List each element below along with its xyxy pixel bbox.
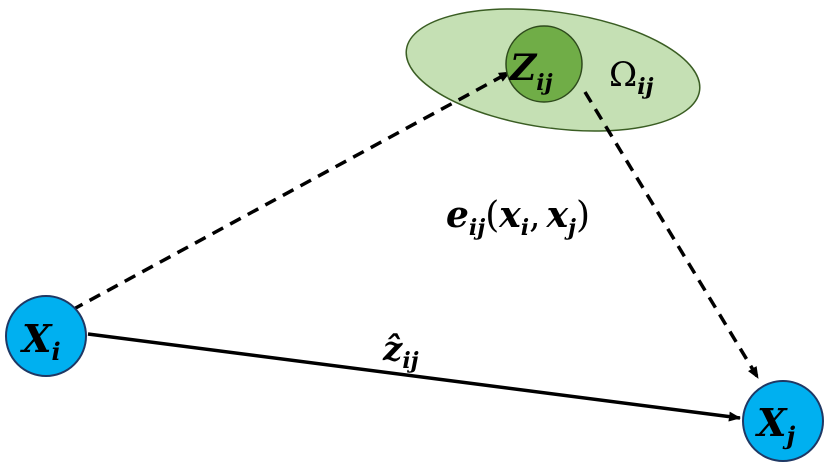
dashed-edge-xi-to-zij — [71, 70, 511, 312]
node-zij-label: Zij — [508, 47, 553, 96]
prediction-label: ẑij — [382, 329, 419, 374]
node-xj-circle — [742, 380, 824, 462]
region-omega-label: Ωij — [609, 55, 654, 100]
node-xi-label: Xi — [20, 316, 61, 366]
dashed-edge-zij-to-xj — [583, 91, 760, 379]
node-xi-circle — [5, 295, 87, 377]
node-zij-circle — [505, 25, 583, 103]
node-xj-label: Xj — [755, 400, 795, 450]
error-function-label: eij(xi,xj) — [446, 194, 590, 241]
solid-edge-xi-to-xj — [87, 332, 741, 422]
